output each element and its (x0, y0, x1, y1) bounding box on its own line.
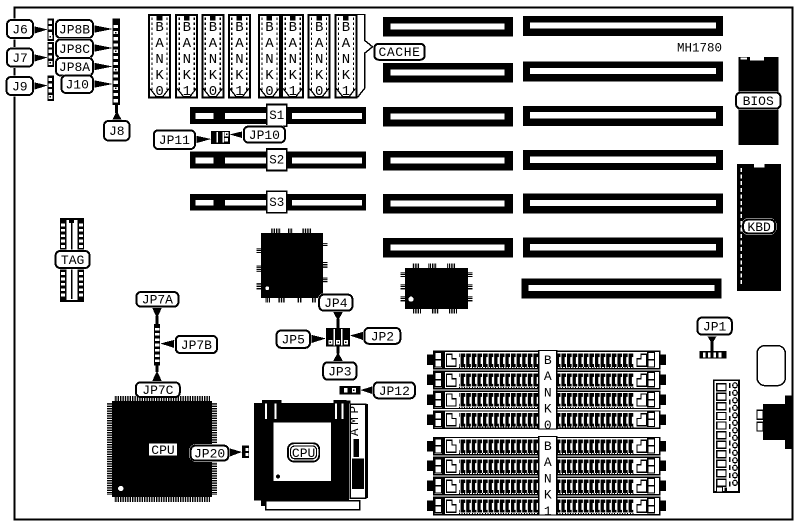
svg-text:MH1780: MH1780 (677, 42, 722, 56)
svg-text:BIOS: BIOS (743, 94, 774, 109)
svg-text:JP12: JP12 (379, 384, 410, 399)
svg-text:S3: S3 (269, 196, 284, 210)
svg-text:JP7C: JP7C (142, 383, 173, 398)
svg-text:JP1: JP1 (703, 320, 727, 335)
svg-text:S2: S2 (269, 154, 284, 168)
svg-text:JP3: JP3 (328, 365, 351, 380)
svg-text:J10: J10 (65, 78, 88, 93)
svg-text:JP8B: JP8B (59, 22, 90, 37)
svg-text:JP8C: JP8C (59, 42, 90, 57)
svg-text:KBD: KBD (747, 220, 771, 235)
svg-text:JP7B: JP7B (181, 338, 212, 353)
svg-text:JP5: JP5 (281, 333, 304, 348)
svg-text:TAG: TAG (61, 253, 84, 268)
svg-text:J7: J7 (12, 51, 28, 66)
svg-text:AMP: AMP (348, 406, 362, 436)
svg-text:J8: J8 (109, 124, 125, 139)
svg-text:JP7A: JP7A (142, 293, 173, 308)
svg-text:CPU: CPU (151, 443, 174, 458)
svg-text:CACHE: CACHE (378, 45, 420, 60)
svg-text:J6: J6 (12, 22, 28, 37)
svg-text:J9: J9 (12, 79, 28, 94)
svg-text:JP8A: JP8A (59, 60, 90, 75)
svg-text:JP11: JP11 (159, 133, 190, 148)
svg-text:JP4: JP4 (324, 296, 348, 311)
svg-text:CPU: CPU (292, 446, 315, 461)
svg-text:JP20: JP20 (194, 447, 225, 462)
svg-text:JP10: JP10 (249, 128, 280, 143)
svg-text:JP2: JP2 (371, 329, 394, 344)
svg-text:S1: S1 (269, 109, 284, 123)
